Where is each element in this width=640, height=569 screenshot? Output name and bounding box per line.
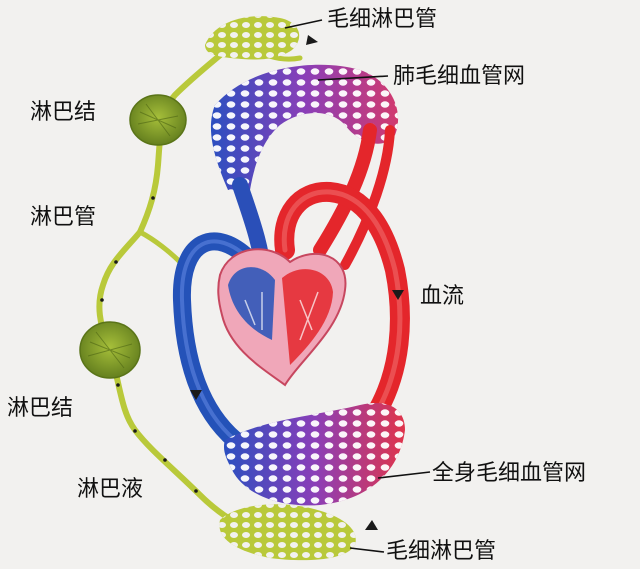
flow-arrows: [190, 35, 404, 530]
label-systemic-capillary-network: 全身毛细血管网: [432, 461, 587, 486]
label-lymph-capillary-top: 毛细淋巴管: [327, 7, 438, 32]
leader-lines: [284, 19, 431, 553]
label-pulmonary-capillary-network: 肺毛细血管网: [393, 64, 526, 89]
label-blood-flow: 血流: [420, 284, 465, 309]
aorta-loop: [274, 181, 410, 420]
pulmonary-capillary-network: [210, 64, 399, 190]
label-lymph-capillary-bottom: 毛细淋巴管: [386, 539, 497, 564]
lymph-node-lower: [79, 321, 141, 379]
systemic-capillary-network: [223, 402, 405, 506]
label-lymph-vessel: 淋巴管: [30, 205, 97, 230]
lymph-node-upper: [129, 94, 187, 146]
label-lymph-fluid: 淋巴液: [77, 477, 144, 502]
label-lymph-node-upper: 淋巴结: [30, 100, 97, 125]
heart: [217, 248, 347, 387]
lymph-capillary-mesh-top: [205, 16, 300, 60]
vena-cava-loop: [172, 232, 259, 449]
lymph-capillary-mesh-bottom: [219, 504, 356, 561]
label-lymph-node-lower: 淋巴结: [7, 396, 74, 421]
